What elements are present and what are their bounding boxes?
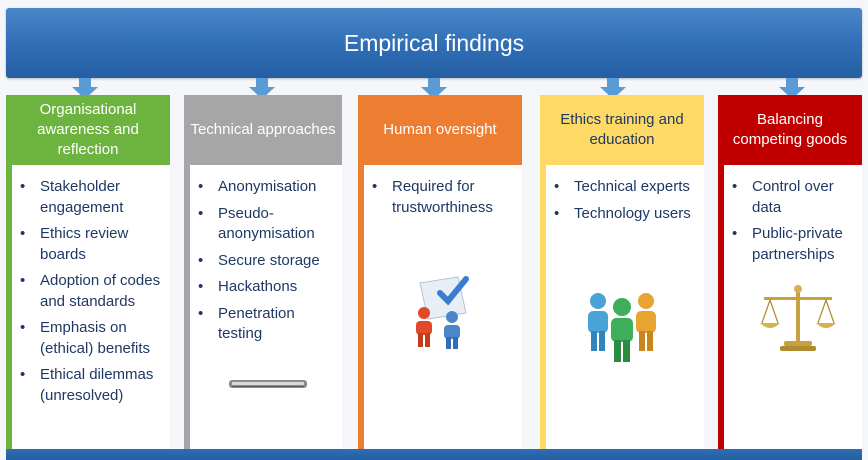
- column-human-oversight: Human oversight Required for trustworthi…: [358, 95, 522, 449]
- down-arrow-icon: [779, 78, 805, 99]
- team-group-icon: [588, 293, 656, 362]
- bullet-list: Control over data Public-private partner…: [730, 177, 862, 271]
- bullet-list: Anonymisation Pseudo-anonymisation Secur…: [196, 177, 342, 351]
- keyboard-icon: [229, 380, 307, 388]
- bullet-list: Technical experts Technology users: [552, 177, 691, 230]
- bullet-list: Required for trustworthiness: [370, 177, 522, 224]
- list-item: Emphasis on (ethical) benefits: [18, 318, 170, 359]
- column-heading: Technical approaches: [184, 95, 342, 165]
- column-stripe: [540, 95, 546, 449]
- list-item: Hackathons: [196, 277, 342, 298]
- list-item: Technical experts: [552, 177, 691, 198]
- column-heading: Organisational awareness and reflection: [6, 95, 170, 165]
- list-item: Adoption of codes and standards: [18, 271, 170, 312]
- down-arrow-icon: [600, 78, 626, 99]
- column-heading: Balancing competing goods: [718, 95, 862, 165]
- footer-bar: [6, 449, 862, 460]
- column-stripe: [358, 95, 364, 449]
- down-arrow-icon: [421, 78, 447, 99]
- column-organisational-awareness: Organisational awareness and reflection …: [6, 95, 170, 449]
- list-item: Penetration testing: [196, 304, 342, 345]
- column-heading: Human oversight: [358, 95, 522, 165]
- bullet-list: Stakeholder engagement Ethics review boa…: [18, 177, 170, 412]
- title-banner: Empirical findings: [6, 8, 862, 78]
- column-ethics-training: Ethics training and education Technical …: [540, 95, 704, 449]
- column-balancing-competing-goods: Balancing competing goods Control over d…: [718, 95, 862, 449]
- balance-scale-icon: [760, 285, 836, 351]
- column-technical-approaches: Technical approaches Anonymisation Pseud…: [184, 95, 342, 449]
- list-item: Public-private partnerships: [730, 224, 862, 265]
- list-item: Pseudo-anonymisation: [196, 204, 342, 245]
- column-heading: Ethics training and education: [540, 95, 704, 165]
- list-item: Secure storage: [196, 251, 342, 272]
- page-title: Empirical findings: [343, 29, 525, 56]
- column-stripe: [718, 95, 724, 449]
- down-arrow-icon: [72, 78, 98, 99]
- down-arrow-icon: [249, 78, 275, 99]
- list-item: Ethical dilemmas (unresolved): [18, 365, 170, 406]
- people-checkmark-icon: [416, 276, 469, 349]
- list-item: Ethics review boards: [18, 224, 170, 265]
- list-item: Required for trustworthiness: [370, 177, 522, 218]
- column-stripe: [184, 95, 190, 449]
- list-item: Control over data: [730, 177, 862, 218]
- column-stripe: [6, 95, 12, 449]
- list-item: Stakeholder engagement: [18, 177, 170, 218]
- list-item: Technology users: [552, 204, 691, 225]
- list-item: Anonymisation: [196, 177, 342, 198]
